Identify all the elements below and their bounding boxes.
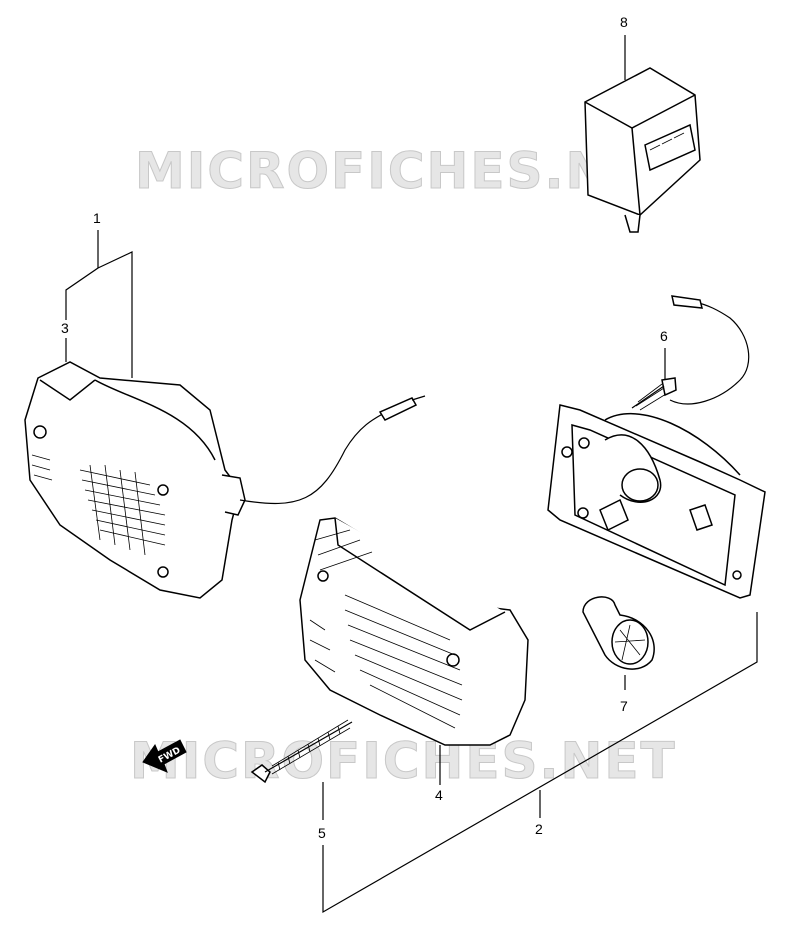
part-1-left-turn-signal [24,361,426,599]
callout-1: 1 [93,210,101,226]
part-5-long-screw [250,719,353,784]
callout-5: 5 [318,825,326,841]
part-7-bulb [582,596,655,670]
callout-6: 6 [660,328,668,344]
part-8-relay [584,67,701,233]
callout-2: 2 [535,821,543,837]
watermark-bottom: MICROFICHES.NET [130,732,677,790]
callout-7: 7 [620,698,628,714]
callout-3: 3 [61,320,69,336]
part-6-screw [631,377,677,411]
callout-8: 8 [620,14,628,30]
part-2-right-turn-signal-housing [547,295,766,599]
part-4-lens [299,517,529,746]
leader-lines [65,35,758,914]
callout-4: 4 [435,787,443,803]
